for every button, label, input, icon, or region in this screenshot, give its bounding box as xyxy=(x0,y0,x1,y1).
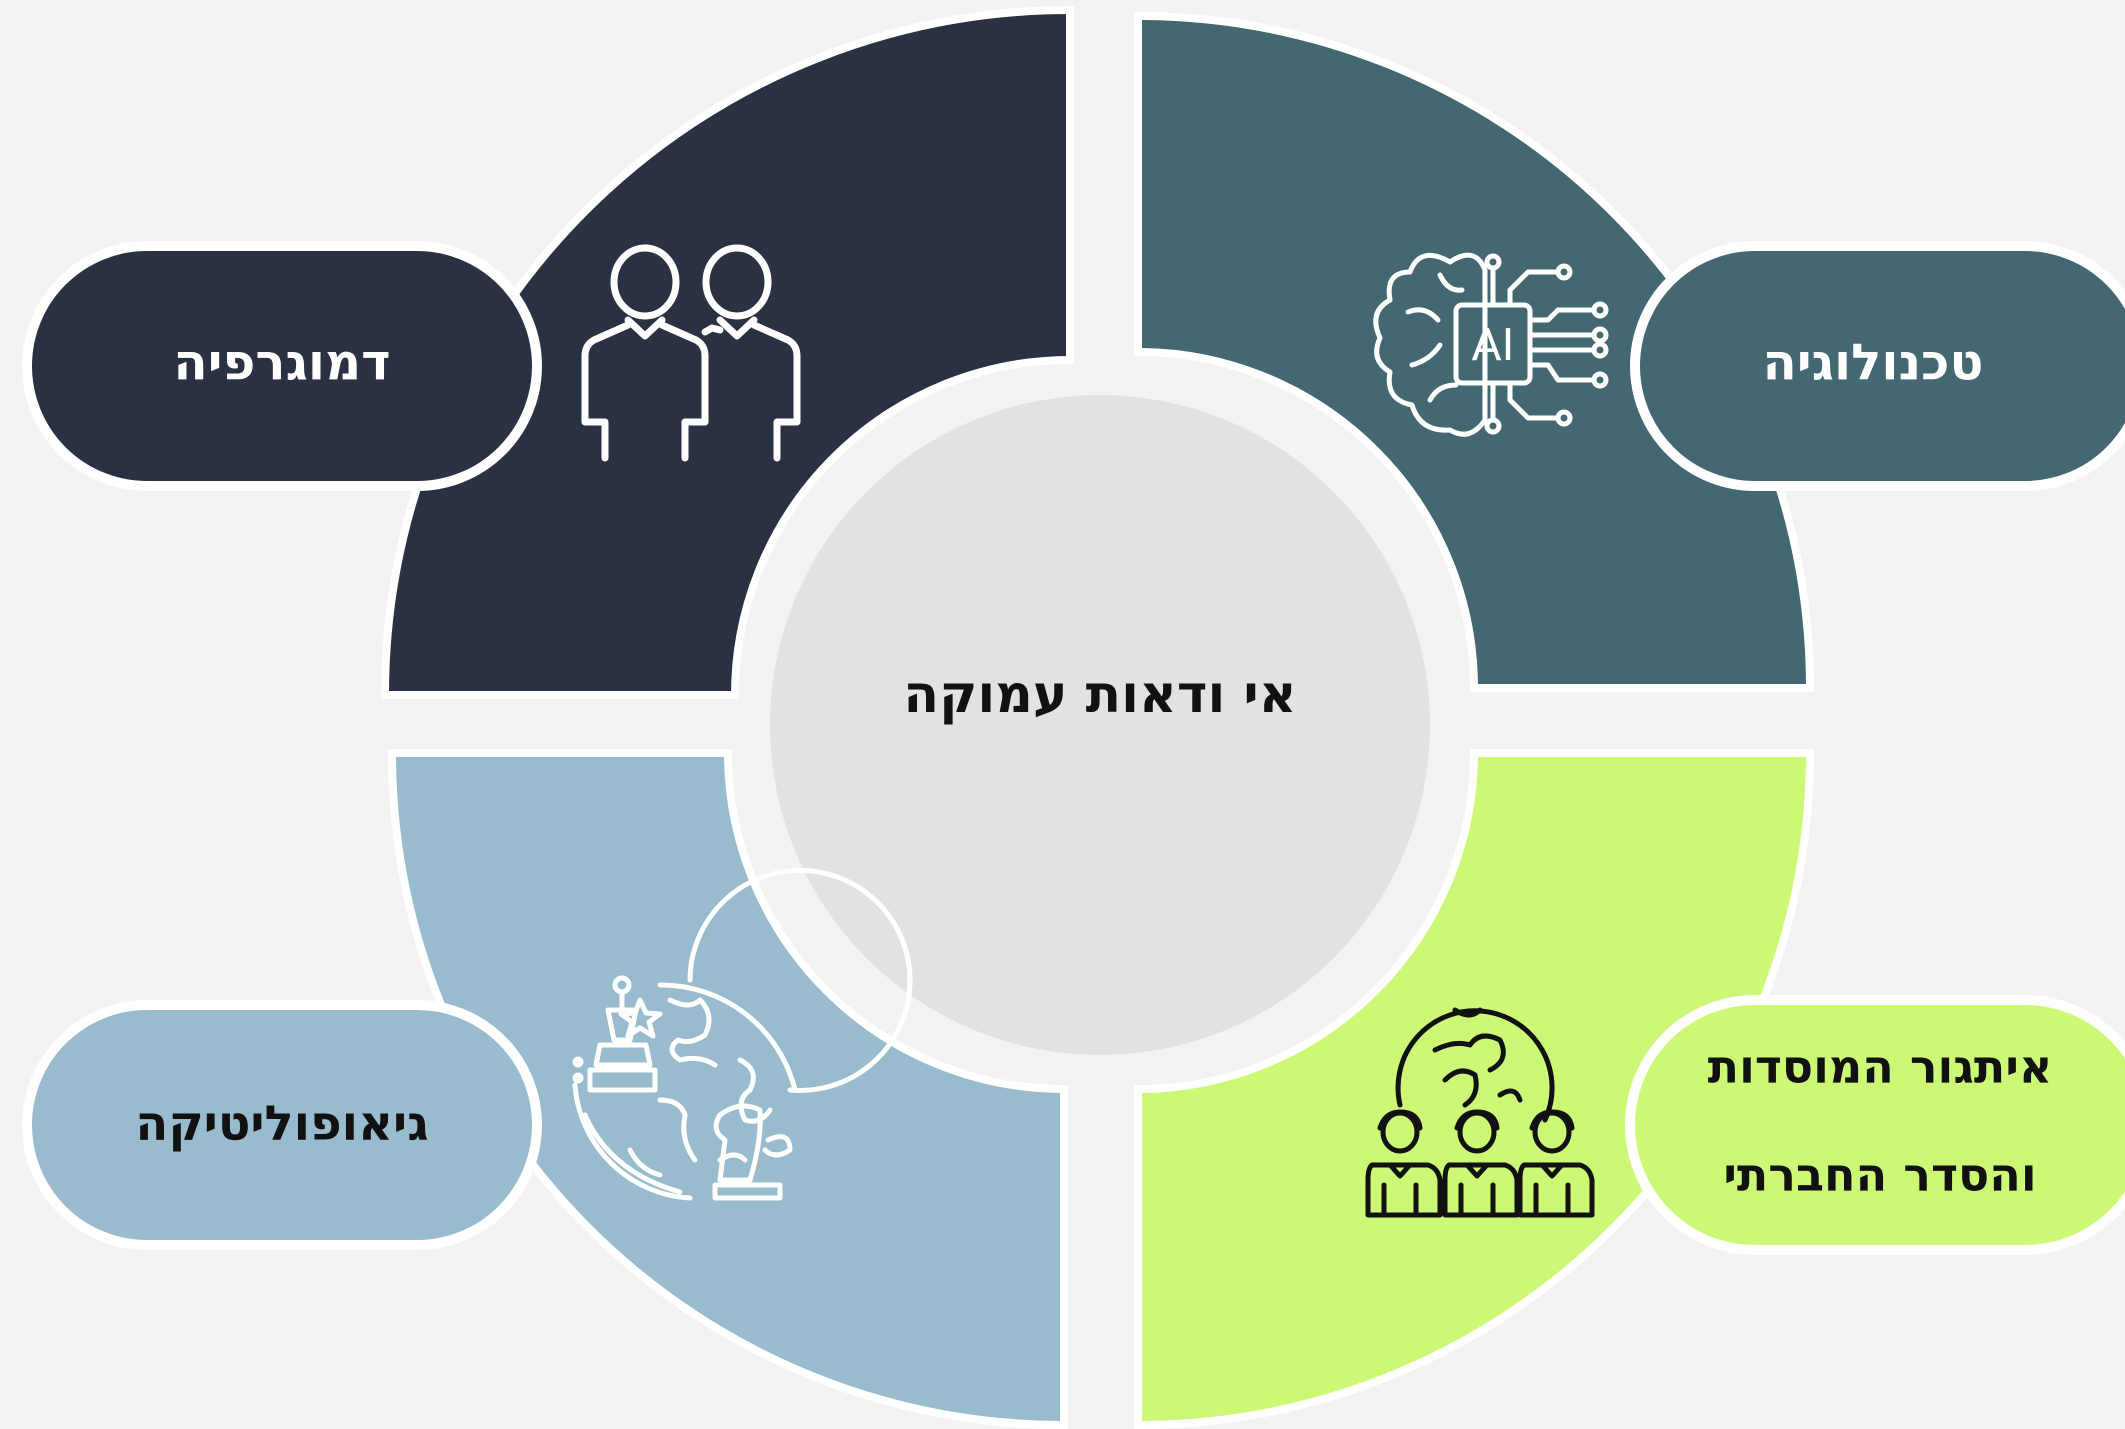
pill-demography-label: דמוגרפיה xyxy=(173,334,390,392)
pill-technology: טכנולוגיה xyxy=(1630,241,2125,491)
globe-people-icon xyxy=(1365,1007,1595,1218)
pill-institutions: איתגור המוסדות והסדר החברתי xyxy=(1625,995,2125,1255)
pill-geopolitics-label: גיאופוליטיקה xyxy=(135,1096,428,1152)
globe-chess-icon xyxy=(572,867,913,1201)
ai-chip-label: AI xyxy=(1471,320,1514,371)
pill-technology-label: טכנולוגיה xyxy=(1763,334,1984,392)
center-node: אי ודאות עמוקה xyxy=(770,395,1430,1055)
ai-brain-chip-icon: AI xyxy=(1373,252,1609,437)
pill-geopolitics: גיאופוליטיקה xyxy=(22,1000,542,1250)
two-people-icon xyxy=(581,244,801,462)
quadrant-technology xyxy=(1134,11,1815,692)
quadrant-demography xyxy=(380,5,1074,699)
pill-demography: דמוגרפיה xyxy=(22,241,542,491)
center-circle xyxy=(770,395,1430,1055)
center-title: אי ודאות עמוקה xyxy=(903,665,1296,725)
pill-institutions-label-line2: והסדר החברתי xyxy=(1723,1148,2036,1202)
pill-institutions-label-line1: איתגור המוסדות xyxy=(1708,1040,2053,1094)
